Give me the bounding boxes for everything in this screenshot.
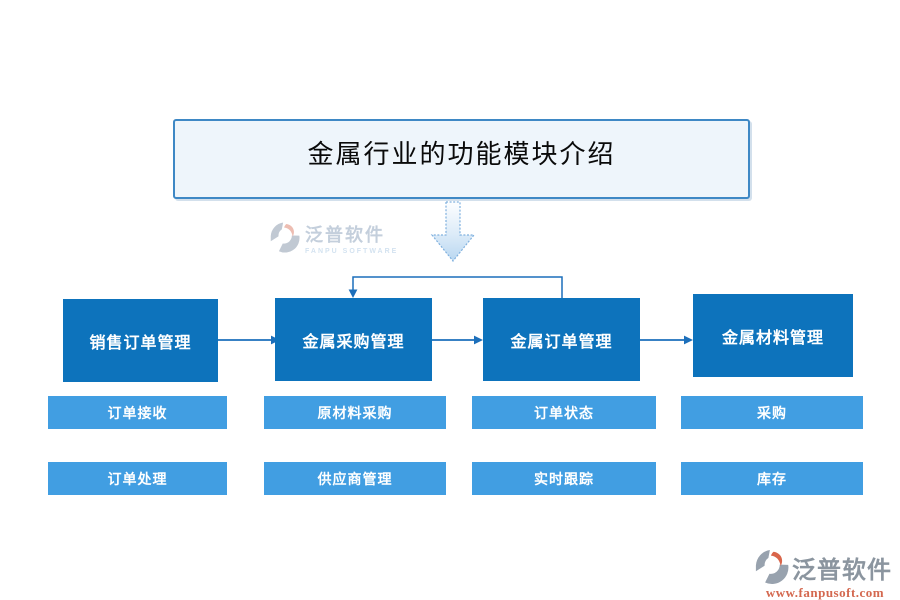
fanpu-logo-icon: [270, 222, 300, 253]
module-box-metal-material: 金属材料管理: [693, 294, 853, 377]
submodule-label: 订单处理: [107, 470, 168, 487]
submodule-box-purchase: 采购: [681, 396, 863, 429]
module-box-sales-order: 销售订单管理: [63, 299, 218, 382]
submodule-label: 订单状态: [534, 404, 594, 421]
submodule-box-inventory: 库存: [681, 462, 863, 495]
down-arrow-icon: [430, 201, 476, 262]
arrowhead-icon: [684, 335, 693, 345]
footer-brand: 泛普软件 www.fanpusoft.com: [755, 549, 895, 600]
module-label: 金属材料管理: [721, 329, 824, 347]
submodule-label: 原材料采购: [317, 404, 393, 421]
fanpu-logo-icon: [755, 550, 789, 584]
arrowhead-icon: [348, 289, 358, 298]
submodule-label: 实时跟踪: [534, 470, 594, 487]
module-label: 金属订单管理: [510, 333, 613, 351]
watermark-text: 泛普软件 FANPU SOFTWARE: [305, 226, 398, 255]
submodule-box-raw-material-purchase: 原材料采购: [264, 396, 446, 429]
title-box: 金属行业的功能模块介绍: [173, 119, 750, 199]
watermark: 泛普软件 FANPU SOFTWARE: [270, 221, 398, 255]
arrowhead-icon: [474, 335, 483, 345]
submodule-box-order-receive: 订单接收: [48, 396, 227, 429]
footer-brand-url: www.fanpusoft.com: [765, 585, 885, 600]
watermark-name: 泛普软件: [305, 225, 385, 245]
watermark-subtitle: FANPU SOFTWARE: [305, 248, 399, 255]
module-label: 金属采购管理: [302, 333, 405, 351]
submodule-label: 采购: [757, 404, 787, 421]
submodule-box-realtime-tracking: 实时跟踪: [472, 462, 656, 495]
submodule-box-order-process: 订单处理: [48, 462, 227, 495]
submodule-label: 库存: [757, 470, 787, 487]
submodule-label: 订单接收: [107, 404, 168, 421]
module-box-metal-order: 金属订单管理: [483, 298, 640, 381]
module-box-metal-purchase: 金属采购管理: [275, 298, 432, 381]
submodule-box-supplier-management: 供应商管理: [264, 462, 446, 495]
submodule-label: 供应商管理: [317, 470, 393, 487]
submodule-box-order-status: 订单状态: [472, 396, 656, 429]
module-label: 销售订单管理: [89, 334, 192, 352]
footer-brand-name: 泛普软件: [792, 556, 892, 584]
page-title: 金属行业的功能模块介绍: [307, 140, 616, 169]
